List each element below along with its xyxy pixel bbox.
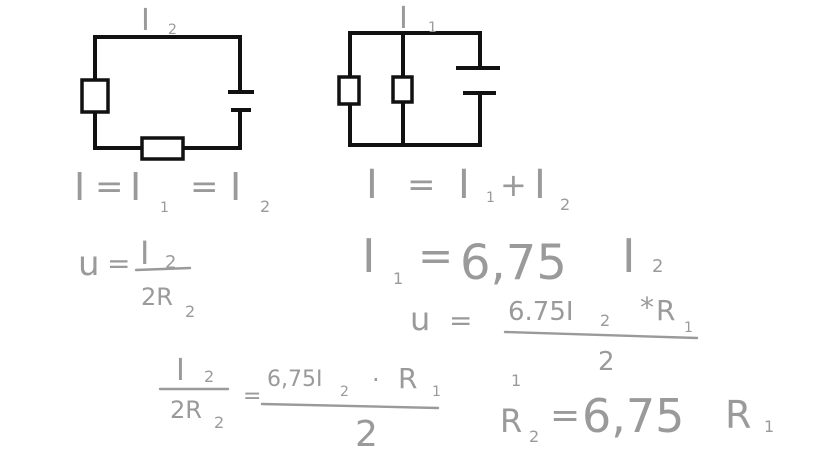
fraction-denominator-sub: 2: [185, 302, 195, 321]
eq-sub: 2: [652, 256, 663, 277]
label-sub: 1: [428, 20, 437, 36]
eq-sign: =: [190, 167, 219, 207]
series-wire-bottom-left: [93, 110, 144, 150]
equation-bottom-right: 1 R 2 = 6,75 R 1: [500, 371, 774, 446]
parallel-circuit: [337, 31, 500, 147]
fraction-bar: [260, 402, 440, 410]
eq-term: R: [398, 362, 417, 395]
fraction-bar: [134, 266, 192, 272]
parallel-wire-top: [348, 31, 482, 70]
parallel-resistor-2: [391, 75, 414, 104]
eq-sign: =: [243, 384, 261, 409]
eq-term: I: [362, 229, 376, 283]
eq-sign: =: [449, 304, 472, 337]
eq-sub: 1: [486, 190, 495, 206]
eq-coefficient: 6,75: [582, 389, 684, 443]
eq-term: I: [230, 165, 241, 209]
eq-lhs: u: [410, 300, 430, 338]
eq-term: R: [725, 393, 751, 437]
equation-i1-relation: I 1 = 6,75 I 2: [362, 229, 663, 291]
fraction-numerator-sub: 2: [340, 384, 349, 400]
fraction-denominator: 2R: [170, 396, 202, 424]
eq-sub: 1: [684, 320, 693, 336]
eq-term: I: [130, 165, 141, 209]
eq-term: I: [458, 162, 470, 208]
fraction-numerator-sub: 2: [204, 367, 214, 386]
equation-series-u: u = I 2 2R 2: [78, 234, 195, 321]
parallel-resistor-1: [337, 75, 361, 106]
fraction-denominator: 2: [355, 414, 378, 455]
fraction-numerator: 6.75I: [508, 297, 574, 327]
eq-coefficient: 6,75: [460, 235, 567, 291]
eq-sign: =: [550, 395, 580, 436]
eq-times: *: [640, 291, 654, 324]
fraction-denominator: 2: [598, 347, 615, 377]
label-sub: 2: [168, 22, 177, 38]
fraction-bar: [503, 330, 699, 340]
eq-lhs: u: [78, 244, 100, 284]
eq-sub: 1: [764, 417, 774, 436]
fraction-denominator: 2R: [141, 283, 173, 311]
series-wire-right-bottom: [181, 108, 242, 150]
equation-bottom-left: I 2 2R 2 = 6,75I 2 · R 1 2: [158, 353, 441, 455]
eq-sub: 1: [160, 200, 169, 216]
label-I: I: [399, 1, 408, 36]
series-current-label: I 2: [141, 3, 177, 38]
eq-sign: =: [95, 167, 124, 207]
series-wire-top-right: [93, 35, 242, 94]
eq-term: I: [366, 162, 378, 208]
fraction-numerator-sub: 2: [165, 252, 176, 273]
eq-term: I: [622, 229, 636, 283]
series-resistor-left: [80, 78, 110, 114]
label-I: I: [141, 3, 150, 38]
fraction-numerator: I: [140, 234, 149, 272]
fraction-numerator: 6,75I: [267, 367, 322, 392]
equation-parallel-u: u = 6.75I 2 * R 1 2: [410, 291, 699, 377]
equation-series-current: I = I 1 = I 2: [74, 165, 270, 216]
parallel-wire-outer: [348, 31, 482, 147]
eq-lhs: R: [500, 402, 522, 440]
eq-sub: 1: [432, 384, 441, 400]
eq-term: I: [74, 165, 85, 209]
eq-sign: =: [418, 231, 453, 280]
eq-dot: ·: [372, 366, 380, 394]
equation-parallel-current: I = I 1 + I 2: [366, 162, 570, 214]
fraction-numerator: I: [176, 353, 185, 388]
fraction-numerator-sub: 2: [600, 311, 610, 330]
eq-sign: =: [107, 247, 130, 280]
eq-sub: 1: [393, 269, 403, 288]
series-circuit: [80, 35, 254, 161]
eq-sub: 2: [260, 197, 270, 216]
fraction-denominator-sub: 2: [214, 413, 224, 432]
eq-plus: +: [500, 166, 527, 204]
eq-term: I: [534, 162, 546, 208]
eq-term: R: [656, 294, 675, 327]
parallel-current-label: I 1: [399, 1, 437, 36]
eq-sign: =: [407, 165, 436, 205]
eq-sub: 2: [560, 195, 570, 214]
eq-superscript: 1: [511, 371, 521, 390]
eq-sub: 2: [529, 427, 539, 446]
series-resistor-bottom: [140, 136, 185, 161]
